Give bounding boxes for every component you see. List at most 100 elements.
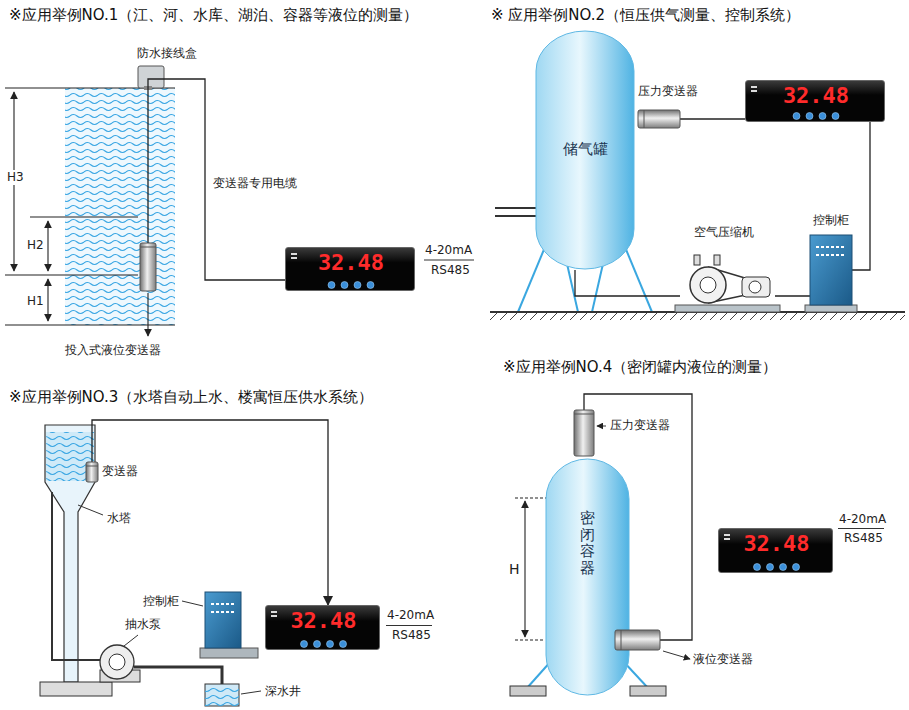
part-name: 密闭容器 (580, 510, 595, 576)
digital-display-shape (819, 113, 826, 120)
gas-tank: 储气罐 (535, 30, 635, 270)
submersible-transmitter-shape (140, 247, 156, 248)
water-body (65, 88, 175, 325)
cable-label: 变送器专用电缆 (212, 176, 298, 191)
signal-cable (680, 118, 745, 119)
level-transmitter-shape (86, 466, 98, 467)
digital-display-shape (301, 641, 308, 648)
leader-line (241, 691, 261, 694)
digital-display-shape (724, 534, 730, 536)
digital-display-shape (328, 282, 335, 289)
digital-display-shape (751, 90, 757, 92)
part-name: 水塔 (106, 511, 132, 526)
digital-display-shape (806, 113, 813, 120)
digital-display-shape (751, 86, 757, 88)
digital-display-shape (793, 113, 800, 120)
signal-name: RS485 (391, 628, 432, 643)
dimension-arrow (14, 92, 148, 336)
signal-name: 4-20mA (386, 608, 435, 623)
signal-cable (575, 270, 680, 296)
digital-display-shape (291, 257, 297, 259)
digital-display: 32.48 (718, 528, 833, 573)
deep-well (200, 648, 258, 658)
submersible-transmitter: 投入式液位变送器 (140, 243, 156, 291)
control-cabinet-shape (205, 592, 241, 648)
level-line (5, 324, 175, 325)
signal-cable (775, 295, 810, 296)
panel-title: ※ 应用举例NO.2（恒压供气测量、控制系统） (490, 6, 801, 25)
signal-cable (852, 122, 870, 270)
level-line (30, 216, 138, 217)
dimension-label: H3 (6, 170, 25, 185)
air-compressor-shape (749, 281, 761, 293)
air-compressor-shape (694, 255, 700, 265)
gas-pipe (495, 208, 540, 216)
level-transmitter-shape (86, 462, 98, 482)
pressure-transmitter-shape (574, 410, 594, 456)
signal-underline (838, 528, 884, 529)
leader-line (663, 651, 690, 659)
part-name: 压力变送器 (638, 84, 698, 99)
part-name: 投入式液位变送器 (65, 343, 161, 358)
digital-display: 32.48 (285, 247, 415, 291)
signal-name: RS485 (843, 531, 884, 546)
air-compressor: 空气压缩机 (680, 255, 775, 305)
digital-display-shape (291, 253, 297, 255)
leader-line (182, 601, 203, 606)
part-name: 控制柜 (143, 594, 179, 609)
dimension-label: H1 (26, 294, 45, 309)
digital-display-shape (724, 538, 730, 540)
ground (490, 312, 905, 320)
dimension-arrow (147, 293, 148, 336)
submersible-transmitter-shape (140, 243, 156, 291)
signal-name: 4-20mA (838, 512, 887, 527)
display-value: 32.48 (746, 84, 886, 108)
part-name: 液位变送器 (693, 652, 753, 667)
deep-well (200, 648, 258, 706)
display-value: 32.48 (266, 609, 381, 633)
water-body (65, 88, 175, 325)
part-name: 深水井 (264, 684, 302, 699)
control-cabinet-shape (816, 254, 846, 256)
digital-display-shape (780, 564, 787, 571)
pressure-transmitter-shape (638, 110, 680, 128)
sealed-vessel-shape (546, 459, 629, 695)
leader-line (78, 426, 690, 694)
air-compressor-shape (700, 277, 716, 293)
signal-name: 4-20mA (424, 243, 473, 258)
control-cabinet-shape (810, 235, 852, 305)
signal-underline (386, 625, 432, 626)
level-transmitter-shape (615, 630, 660, 650)
water-tower (40, 682, 112, 696)
leader-line (78, 505, 103, 515)
gas-pipe (495, 207, 540, 209)
control-cabinet-shape (816, 246, 846, 248)
ground (675, 305, 780, 312)
panel-title: ※应用举例NO.1（江、河、水库、湖泊、容器等液位的测量） (8, 6, 419, 25)
digital-display: 32.48 (265, 605, 380, 650)
control-cabinet-shape (211, 603, 235, 605)
digital-display-shape (271, 611, 277, 613)
dimension-arrow (515, 639, 545, 640)
control-cabinet-shape (205, 592, 241, 648)
pressure-transmitter: 压力变送器 (638, 110, 680, 128)
digital-display-shape (793, 564, 800, 571)
part-name: 防水接线盒 (136, 46, 198, 61)
part-name: 控制柜 (813, 213, 849, 228)
water-tower (52, 492, 100, 660)
digital-display-shape (767, 564, 774, 571)
pressure-transmitter-shape (638, 110, 680, 128)
air-compressor-shape (690, 267, 726, 303)
panel-title: ※应用举例NO.4（密闭罐内液位的测量） (502, 358, 778, 377)
ground (805, 305, 857, 312)
level-transmitter: 变送器 (86, 462, 98, 482)
air-compressor-shape (680, 255, 775, 305)
pressure-transmitter-shape (574, 414, 594, 415)
digital-display-shape (754, 564, 761, 571)
dimension-arrow (47, 279, 48, 321)
digital-display-shape (832, 113, 839, 120)
digital-display-shape (341, 282, 348, 289)
digital-display-shape (327, 641, 334, 648)
part-name: 空气压缩机 (694, 225, 754, 240)
